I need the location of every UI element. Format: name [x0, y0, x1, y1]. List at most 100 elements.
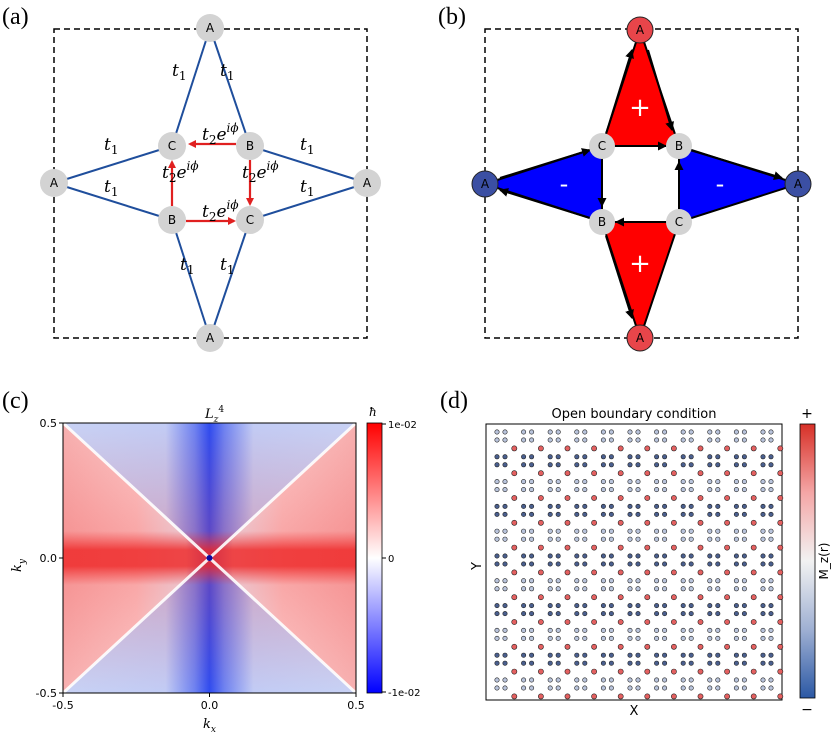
sites-b: A A A A C B B C	[471, 16, 812, 352]
site-dot	[627, 479, 633, 485]
site-dot	[777, 495, 784, 501]
site-dot	[555, 511, 561, 517]
site-dot	[680, 627, 686, 633]
flux-signs: + + - -	[560, 93, 725, 279]
site-dot	[529, 603, 535, 609]
site-dot	[564, 519, 571, 526]
site-dot	[617, 445, 624, 452]
site-dot	[707, 528, 713, 534]
site-dot	[644, 445, 651, 452]
svg-text:C: C	[675, 215, 683, 229]
site-dot	[654, 454, 660, 460]
site-dot	[635, 611, 641, 617]
site-dot	[582, 553, 588, 559]
site-dot	[777, 643, 784, 650]
site-dot	[564, 693, 571, 700]
site-dot	[760, 462, 766, 468]
site-dot	[662, 462, 668, 468]
site-dot	[494, 553, 500, 559]
site-dot	[502, 627, 508, 633]
site-dot	[617, 594, 624, 601]
site-dot	[707, 611, 713, 617]
site-dot	[680, 685, 686, 691]
y-tick-label: 0.5	[40, 417, 58, 430]
site-dot	[494, 528, 500, 534]
site-dot	[715, 553, 721, 559]
site-dot	[760, 437, 766, 443]
site-dot	[635, 677, 641, 683]
site-dot	[582, 660, 588, 666]
site-dot	[555, 437, 561, 443]
site-dot	[608, 652, 614, 658]
site-dot	[521, 660, 527, 666]
site-dot	[627, 677, 633, 683]
site-dot	[688, 462, 694, 468]
site-dot	[538, 668, 544, 675]
site-dot	[707, 503, 713, 509]
site-dot	[502, 454, 508, 460]
site-dot	[521, 503, 527, 509]
site-dot	[600, 685, 606, 691]
site-dot	[511, 445, 518, 452]
site-dot	[529, 487, 535, 493]
site-A-right: A	[353, 169, 381, 197]
site-dot	[697, 445, 704, 452]
site-dot	[768, 479, 774, 485]
site-dot	[768, 586, 774, 592]
site-dot	[494, 487, 500, 493]
site-dot	[538, 693, 544, 700]
bond	[209, 27, 251, 147]
site-dot	[547, 603, 553, 609]
site-dot	[644, 668, 651, 675]
site-dot	[750, 569, 757, 576]
panel-a-label: (a)	[2, 4, 29, 30]
site-dot	[768, 536, 774, 542]
t1-label: t1	[104, 135, 118, 157]
site-dot	[671, 619, 677, 625]
site-dot	[635, 528, 641, 534]
site-B-upper: B	[236, 132, 264, 160]
site-dot	[715, 462, 721, 468]
site-dot	[644, 569, 651, 576]
site-dot	[733, 652, 739, 658]
site-dot	[529, 578, 535, 584]
site-dot	[768, 611, 774, 617]
site-dot	[608, 479, 614, 485]
site-dot	[741, 677, 747, 683]
site-dot	[654, 611, 660, 617]
site-dot	[707, 652, 713, 658]
site-dot	[627, 627, 633, 633]
site-dot	[662, 677, 668, 683]
site-A-top: A	[196, 14, 224, 42]
site-dot	[654, 685, 660, 691]
site-dot	[741, 553, 747, 559]
panel-b-label: (b)	[438, 4, 466, 30]
site-dot	[627, 553, 633, 559]
site-dot	[564, 544, 571, 551]
site-dot	[654, 635, 660, 641]
site-dot	[715, 611, 721, 617]
site-dot	[654, 429, 660, 435]
site-dot	[564, 594, 571, 601]
site-dot	[680, 578, 686, 584]
site-dot	[644, 495, 651, 501]
site-dot	[502, 553, 508, 559]
site-dot	[697, 668, 704, 675]
site-dot	[547, 479, 553, 485]
site-dot	[521, 627, 527, 633]
site-dot	[750, 693, 757, 700]
site-dot	[733, 677, 739, 683]
site-dot	[697, 594, 704, 601]
site-dot	[768, 454, 774, 460]
site-dot	[600, 528, 606, 534]
site-dot	[654, 677, 660, 683]
colorbar-label: M_z(r)	[817, 543, 831, 580]
site-dot	[671, 519, 677, 526]
site-dot	[733, 685, 739, 691]
site-dot	[502, 660, 508, 666]
site-dot	[750, 495, 757, 501]
site-dot	[697, 495, 704, 501]
site-dot	[724, 495, 730, 501]
site-dot	[529, 685, 535, 691]
site-dot	[733, 553, 739, 559]
